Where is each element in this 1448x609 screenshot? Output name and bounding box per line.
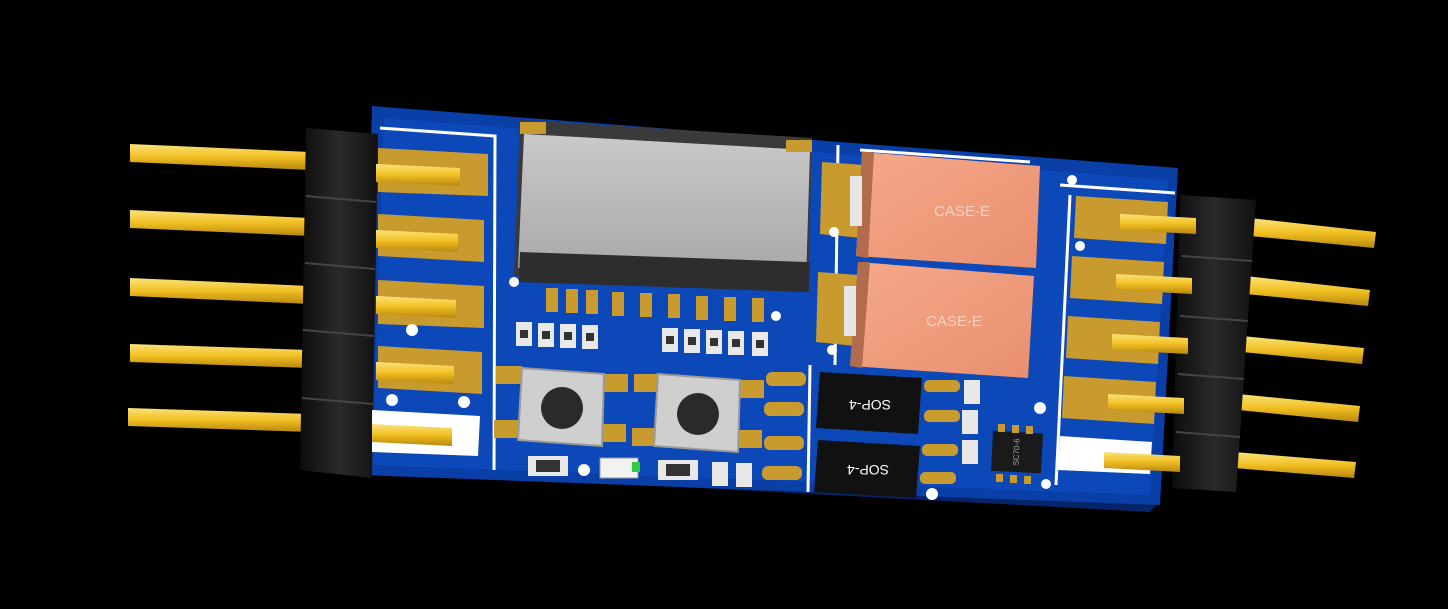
- left-pin-pads: [372, 148, 488, 456]
- right-header: [1172, 195, 1256, 492]
- right-header-pins: [1234, 218, 1376, 478]
- pin: [128, 408, 310, 432]
- right-pin-pads: [1058, 196, 1196, 474]
- pin: [130, 210, 310, 236]
- left-header-pins: [128, 144, 310, 432]
- tactile-switch-left: [494, 366, 628, 448]
- svg-text:SOP-4: SOP-4: [847, 462, 889, 478]
- tactile-switch-right: [632, 372, 764, 454]
- svg-text:SOP-4: SOP-4: [849, 397, 891, 413]
- sop4-bottom: SOP-4: [814, 440, 920, 498]
- pin: [130, 144, 310, 170]
- sop-pads: [762, 372, 960, 484]
- sc70-chip: SC70-6: [990, 424, 1044, 484]
- pin: [130, 344, 310, 368]
- capacitor-case-e-top: CASE-E: [820, 152, 1040, 268]
- capacitor-case-e-bottom: CASE-E: [816, 262, 1034, 378]
- pin: [130, 278, 310, 304]
- smd-passives: [516, 322, 980, 487]
- capacitor-label: CASE-E: [926, 313, 982, 330]
- rf-shield-module: [514, 120, 812, 322]
- vias: [386, 175, 1085, 500]
- left-header: [300, 128, 378, 478]
- capacitor-label: CASE-E: [934, 203, 990, 220]
- svg-text:SC70-6: SC70-6: [1012, 438, 1022, 466]
- sop4-top: SOP-4: [816, 372, 922, 434]
